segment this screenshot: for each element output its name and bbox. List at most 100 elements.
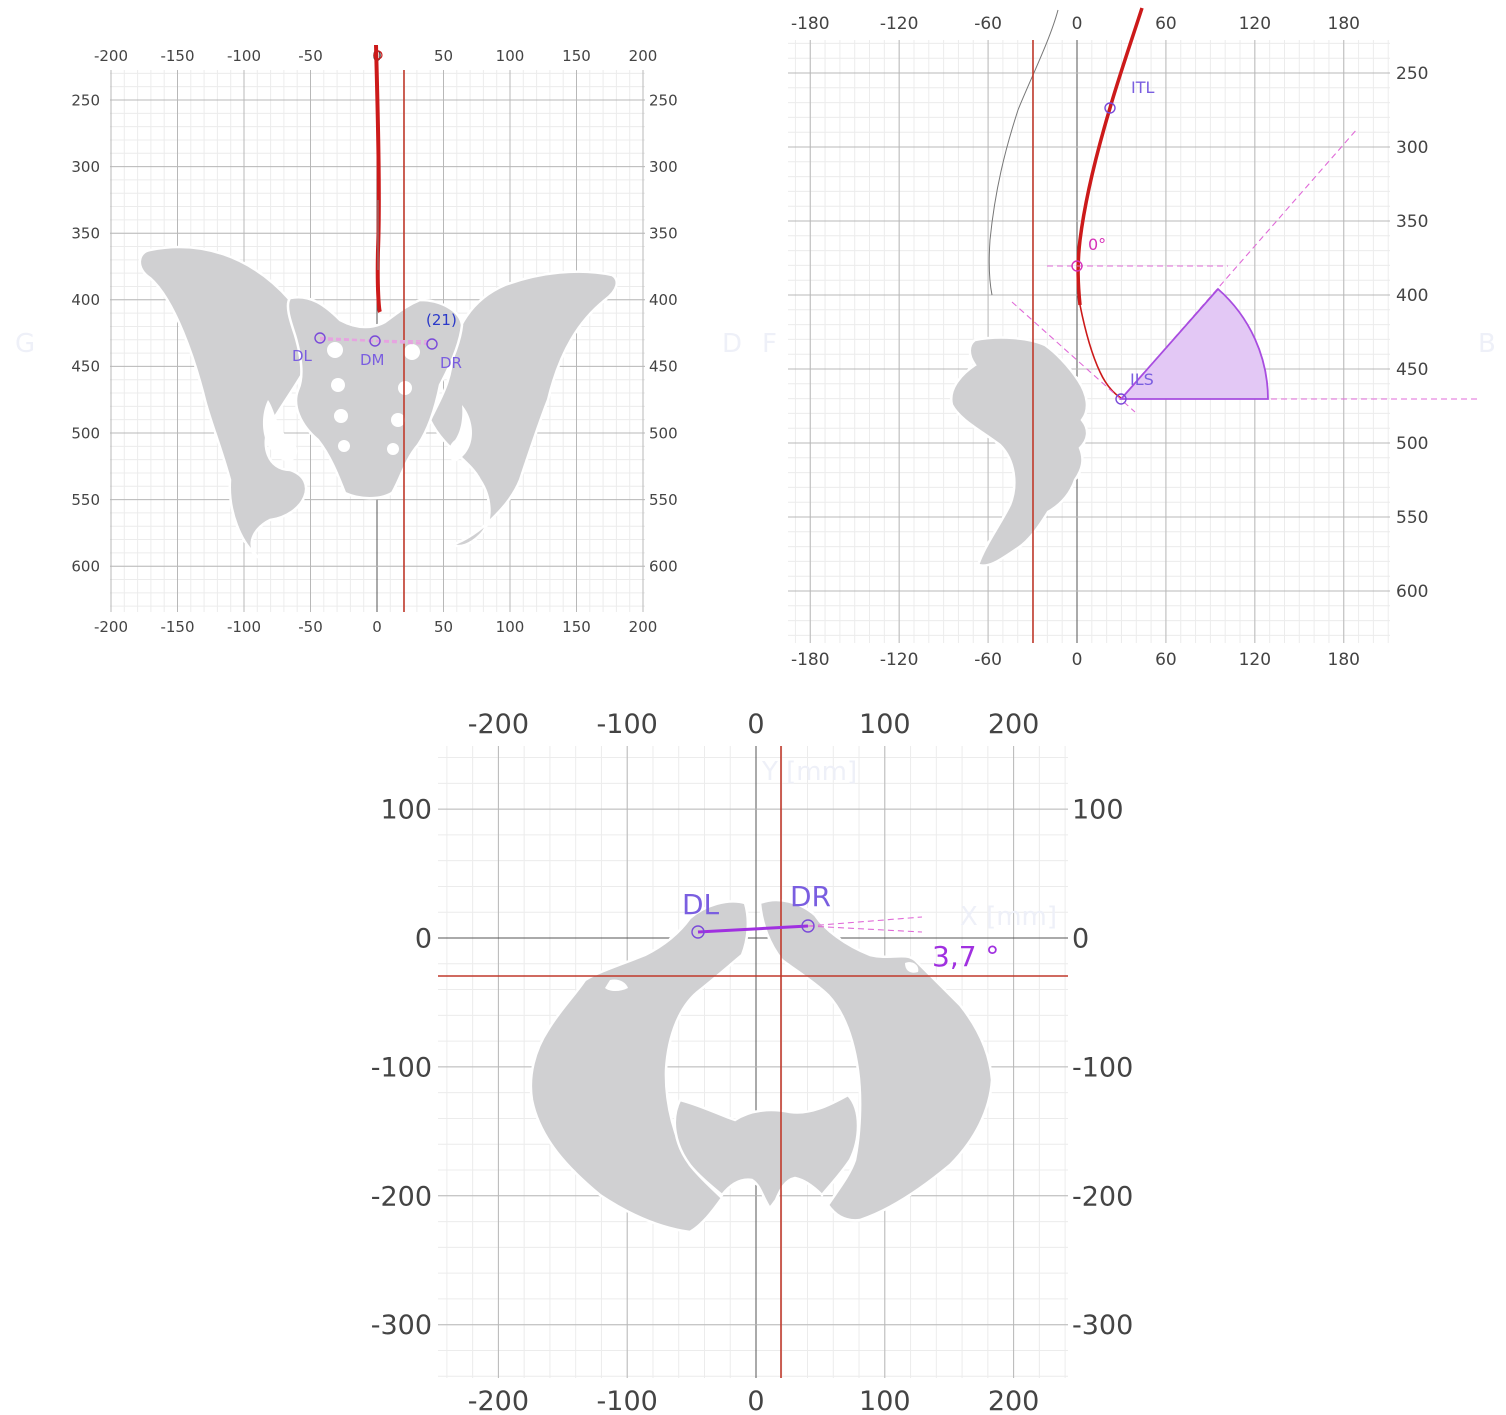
y-tick-label: 600 <box>649 557 678 575</box>
sagittal-zero-point[interactable] <box>1071 260 1083 272</box>
y-tick-label: 550 <box>71 491 100 509</box>
y-tick-label: 550 <box>1396 508 1428 528</box>
y-tick-label: 300 <box>1396 138 1428 158</box>
x-tick-label: 180 <box>1328 650 1360 670</box>
x-tick-label: 0 <box>747 709 764 740</box>
axial-dl-point[interactable] <box>691 925 705 939</box>
x-tick-label: -120 <box>880 650 919 670</box>
y-tick-label: 600 <box>71 557 100 575</box>
sagittal-spine-line <box>1076 7 1144 306</box>
x-tick-label: 150 <box>562 47 591 65</box>
x-tick-label: -100 <box>227 47 261 65</box>
frontal-dl-label: DL <box>292 347 313 365</box>
x-tick-label: 120 <box>1239 650 1271 670</box>
axial-dl-label: DL <box>682 888 720 921</box>
y-tick-label: 0 <box>415 923 432 954</box>
frontal-top-point <box>373 50 383 60</box>
frontal-dr-label: DR <box>440 354 462 372</box>
x-tick-label: 0 <box>747 1386 764 1415</box>
axial-x-axis-label: X [mm] <box>960 902 1057 932</box>
x-tick-label: 100 <box>859 709 911 740</box>
x-tick-label: -150 <box>160 47 194 65</box>
sagittal-itl-point[interactable] <box>1104 102 1116 114</box>
frontal-dl-point[interactable] <box>314 332 326 344</box>
sagittal-itl-label: ITL <box>1131 78 1154 97</box>
x-tick-label: -200 <box>94 47 128 65</box>
y-tick-label: 350 <box>71 224 100 242</box>
axial-dr-point[interactable] <box>801 919 815 933</box>
axial-y-axis-label: Y [mm] <box>761 757 857 787</box>
y-tick-label: -300 <box>1072 1310 1133 1341</box>
frontal-dr-point[interactable] <box>426 338 438 350</box>
x-tick-label: -180 <box>791 14 830 34</box>
x-tick-label: 200 <box>629 618 658 636</box>
sagittal-right-ghost-label: B <box>1478 329 1496 359</box>
x-tick-label: 0 <box>372 618 382 636</box>
sagittal-ils-label: ILS <box>1130 370 1154 389</box>
x-tick-label: 200 <box>988 1386 1040 1415</box>
x-tick-label: 150 <box>562 618 591 636</box>
axial-angle-ref <box>807 925 923 933</box>
axial-angle-ray <box>807 916 923 927</box>
frontal-spine-line <box>374 44 382 313</box>
x-tick-label: 50 <box>434 618 453 636</box>
x-tick-label: -180 <box>791 650 830 670</box>
sagittal-zero-label: 0° <box>1088 235 1106 254</box>
y-tick-label: 350 <box>649 224 678 242</box>
frontal-dm-label: DM <box>360 351 385 369</box>
y-tick-label: 500 <box>649 424 678 442</box>
y-tick-label: 500 <box>71 424 100 442</box>
y-tick-label: 0 <box>1072 923 1089 954</box>
axial-dl-dr-line <box>697 924 809 934</box>
frontal-offset-label: (21) <box>426 311 457 329</box>
sagittal-perpendicular <box>1011 301 1136 413</box>
x-tick-label: 100 <box>496 47 525 65</box>
x-tick-label: -60 <box>974 650 1002 670</box>
frontal-pelvis-shape <box>138 245 618 562</box>
sagittal-sacrum-shape <box>949 336 1089 567</box>
x-tick-label: 0 <box>1072 650 1083 670</box>
y-tick-label: 250 <box>1396 64 1428 84</box>
y-tick-label: 500 <box>1396 434 1428 454</box>
y-tick-label: 600 <box>1396 582 1428 602</box>
frontal-right-ghost-label: D <box>722 329 742 359</box>
x-tick-label: -100 <box>597 709 658 740</box>
x-tick-label: -200 <box>94 618 128 636</box>
x-tick-label: 120 <box>1239 14 1271 34</box>
frontal-left-ghost-label: G <box>15 329 35 359</box>
x-tick-label: -150 <box>160 618 194 636</box>
axial-angle-label: 3,7 ° <box>932 940 999 973</box>
x-tick-label: 50 <box>434 47 453 65</box>
x-tick-label: 100 <box>859 1386 911 1415</box>
sagittal-spine-lower <box>1079 304 1122 399</box>
y-tick-label: 400 <box>71 291 100 309</box>
sagittal-panel: -180-180-120-120-60-60006060120120180180… <box>762 7 1496 670</box>
y-tick-label: -200 <box>371 1181 432 1212</box>
y-tick-label: 100 <box>1072 795 1124 826</box>
sagittal-reference-curve <box>988 9 1059 296</box>
y-tick-label: 450 <box>1396 360 1428 380</box>
x-tick-label: 180 <box>1328 14 1360 34</box>
x-tick-label: -50 <box>298 618 323 636</box>
x-tick-label: 60 <box>1155 650 1177 670</box>
sagittal-ils-point[interactable] <box>1115 393 1127 405</box>
y-tick-label: 300 <box>649 158 678 176</box>
x-tick-label: 200 <box>629 47 658 65</box>
frontal-dl-dr-guide <box>319 339 433 342</box>
y-tick-label: 250 <box>71 91 100 109</box>
x-tick-label: -200 <box>468 1386 529 1415</box>
y-tick-label: 100 <box>380 795 432 826</box>
y-tick-label: -100 <box>1072 1052 1133 1083</box>
frontal-dm-point[interactable] <box>369 335 381 347</box>
axial-pelvis-shape <box>529 898 994 1234</box>
y-tick-label: 250 <box>649 91 678 109</box>
y-tick-label: -100 <box>371 1052 432 1083</box>
x-tick-label: -60 <box>974 14 1002 34</box>
y-tick-label: 400 <box>649 291 678 309</box>
y-tick-label: 350 <box>1396 212 1428 232</box>
y-tick-label: 400 <box>1396 286 1428 306</box>
y-tick-label: -200 <box>1072 1181 1133 1212</box>
